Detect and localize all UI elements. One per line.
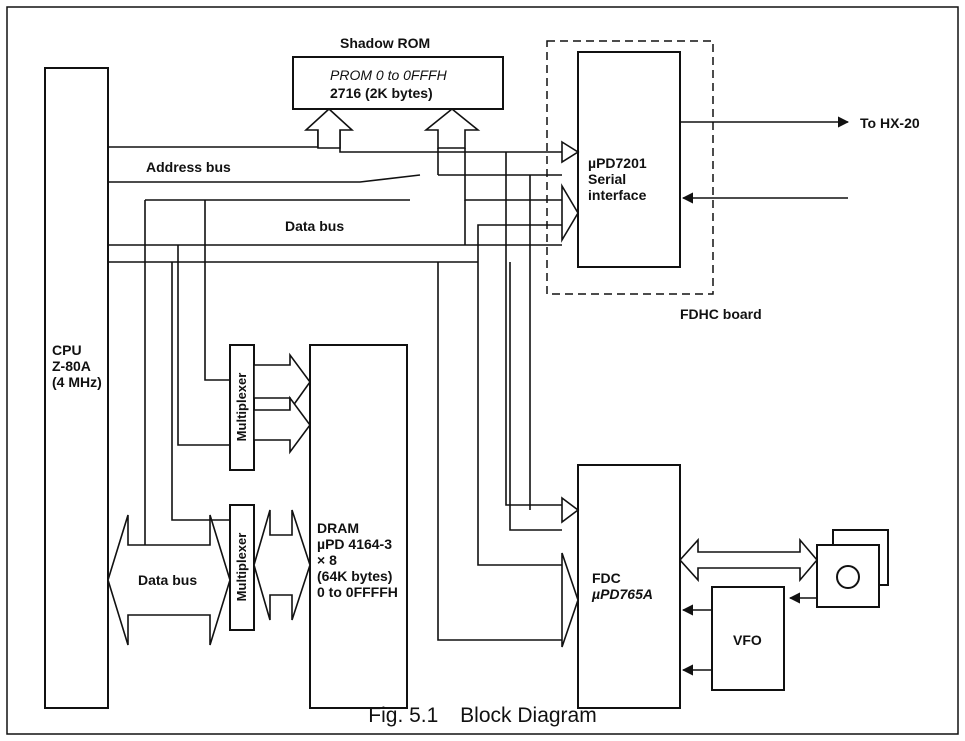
- serial-address-arrow: [561, 140, 580, 164]
- cpu-label-line3: (4 MHz): [52, 374, 102, 390]
- shadow-rom-title: Shadow ROM: [340, 35, 431, 51]
- prom-address-arrow: [303, 107, 355, 149]
- dram-label-line5: 0 to 0FFFFH: [317, 584, 398, 600]
- multiplexer-address-label: Multiplexer: [234, 372, 249, 442]
- cpu-label-line1: CPU: [52, 342, 82, 358]
- fdc-input-arrow-1: [561, 496, 580, 524]
- multiplexer-data-label: Multiplexer: [234, 532, 249, 602]
- vfo-label: VFO: [733, 632, 762, 648]
- data-bus-mux-dram-arrow: [253, 509, 311, 621]
- data-bus-cpu-mux-arrow: [107, 514, 231, 646]
- disk-drive-icon: [836, 565, 860, 589]
- serial-label-line2: Serial: [588, 171, 627, 187]
- mux-to-dram-arrow-1: [253, 352, 311, 413]
- dram-label-line1: DRAM: [317, 520, 359, 536]
- fdhc-board-label: FDHC board: [680, 306, 762, 322]
- figure-caption-title: Block Diagram: [460, 704, 597, 727]
- prom-label-line2: 2716 (2K bytes): [330, 85, 433, 101]
- figure-caption-number: Fig. 5.1: [368, 704, 439, 727]
- dram-block: [309, 344, 408, 709]
- fdc-block: [577, 464, 681, 709]
- fdc-label-line2: µPD765A: [592, 586, 653, 602]
- data-bus-top-label: Data bus: [285, 218, 345, 234]
- dram-label-line2: µPD 4164-3: [317, 536, 392, 552]
- prom-data-arrow: [423, 107, 481, 149]
- dram-label-line3: × 8: [317, 552, 337, 568]
- vfo-block: [711, 586, 785, 691]
- serial-data-arrow: [561, 183, 579, 243]
- fdhc-board-outline: [546, 40, 714, 295]
- figure-caption: Fig. 5.1 Block Diagram: [0, 704, 965, 728]
- prom-label-line1: PROM 0 to 0FFFH: [330, 67, 447, 83]
- serial-label-line3: interface: [588, 187, 647, 203]
- address-bus-label: Address bus: [146, 159, 231, 175]
- serial-label-line1: µPD7201: [588, 155, 647, 171]
- fdc-label-line1: FDC: [592, 570, 621, 586]
- multiplexer-address-block: [229, 344, 255, 471]
- outer-frame: [6, 6, 959, 735]
- address-bus-lines: [108, 130, 562, 545]
- cpu-block: [44, 67, 109, 709]
- fdc-input-arrow-2: [561, 552, 579, 648]
- mux-to-dram-arrow-2: [253, 395, 311, 455]
- fdc-disk-arrow: [678, 537, 819, 583]
- dram-label-line4: (64K bytes): [317, 568, 393, 584]
- disk-drive-front: [816, 544, 880, 608]
- serial-interface-block: [577, 51, 681, 268]
- data-bus-left-label: Data bus: [138, 572, 198, 588]
- prom-block: [292, 56, 504, 110]
- cpu-label-line2: Z-80A: [52, 358, 91, 374]
- to-hx20-label: To HX-20: [860, 115, 920, 131]
- data-bus-top-lines: [108, 148, 562, 641]
